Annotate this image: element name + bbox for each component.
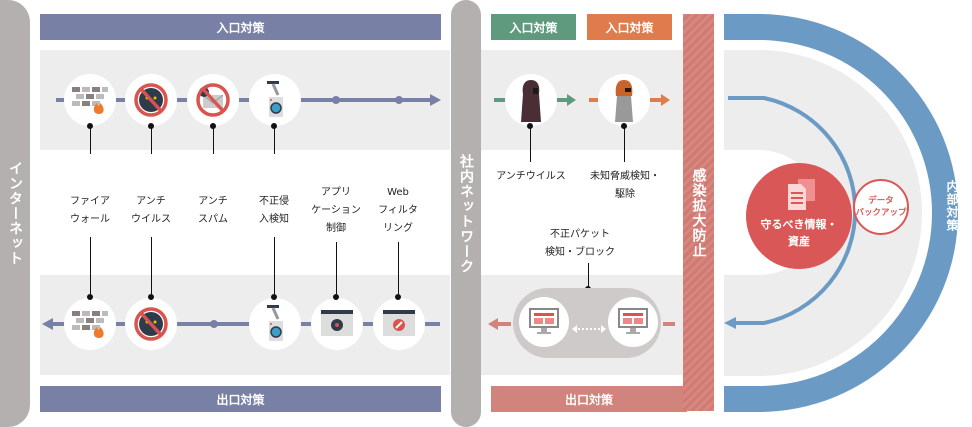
exit-flow-line-red xyxy=(497,322,511,326)
connector-dot xyxy=(333,294,339,300)
ids-exit xyxy=(249,298,301,350)
flow-node xyxy=(332,96,340,104)
firewall-icon xyxy=(72,311,108,338)
data-backup-circle: データ バックアップ xyxy=(853,179,909,235)
app-control-label: アプリ ケーション 制御 xyxy=(311,187,361,234)
connector-line xyxy=(274,237,275,294)
connector-line xyxy=(398,242,399,294)
internet-label: インターネット xyxy=(7,161,23,266)
exit-flow-line xyxy=(52,322,440,326)
anti-spam-icon xyxy=(196,83,230,117)
internal-network-label: 社内ネットワーク xyxy=(458,153,474,274)
entry-measures-title: 入口対策 xyxy=(216,20,265,35)
exit-arrow-head-icon xyxy=(42,318,53,330)
entry-measures-header: 入口対策 xyxy=(40,14,441,40)
connector-line xyxy=(90,126,91,154)
entry-measures-green-title: 入口対策 xyxy=(509,20,558,35)
entry-measures-green-header: 入口対策 xyxy=(491,14,576,40)
anti-virus-icon xyxy=(134,83,168,117)
entry-arrow-head-icon xyxy=(430,94,441,106)
ids-label: 不正侵 入検知 xyxy=(259,196,289,225)
connector-dot xyxy=(271,294,277,300)
internet-bar: インターネット xyxy=(0,0,30,427)
anti-virus-entry xyxy=(125,74,177,126)
data-backup-label: データ バックアップ xyxy=(855,196,907,218)
green-flow-line xyxy=(494,98,508,102)
web-filter-exit xyxy=(373,298,425,350)
disguised-threat-icon xyxy=(615,80,633,122)
exit-measures-header: 出口対策 xyxy=(40,386,441,412)
firewall-icon xyxy=(72,87,108,114)
ids-camera-icon xyxy=(267,305,283,341)
pc-right xyxy=(608,297,658,347)
exit-flow-line-red xyxy=(663,322,675,326)
computer-icon xyxy=(529,308,559,334)
antivirus-hacker-circle xyxy=(505,74,557,126)
anti-virus-label: アンチ ウイルス xyxy=(131,196,171,225)
bidirectional-arrow-icon xyxy=(572,318,606,333)
anti-spam-label: アンチ スパム xyxy=(198,196,228,225)
connector-line xyxy=(151,237,152,294)
orange-arrow-head-icon xyxy=(661,94,670,106)
internal-measures-label-wrap: 内部対策 xyxy=(944,180,961,235)
hooded-hacker-icon xyxy=(521,80,541,122)
ids-camera-icon xyxy=(267,81,283,117)
internal-exit-header: 出口対策 xyxy=(491,386,687,412)
packet-detection-label: 不正パケット 検知・ブロック xyxy=(545,229,615,258)
web-filter-label: Web フィルタ リング xyxy=(378,187,418,234)
internal-exit-title: 出口対策 xyxy=(564,392,613,407)
infection-containment-bar: 感染拡大防止 xyxy=(683,14,714,411)
firewall-label: ファイア ウォール xyxy=(70,196,110,225)
document-icon xyxy=(788,179,815,210)
internal-measures-label: 内部対策 xyxy=(945,180,959,232)
app-control-icon xyxy=(321,310,353,336)
green-arrow-head-icon xyxy=(567,94,576,106)
entry-flow-line xyxy=(56,98,432,102)
flow-node xyxy=(210,320,218,328)
pc-left xyxy=(519,297,569,347)
connector-dot xyxy=(395,294,401,300)
web-filter-icon xyxy=(383,310,415,336)
protected-asset-label: 守るべき情報・ 資産 xyxy=(760,218,838,248)
connector-dot xyxy=(87,294,93,300)
connector-line xyxy=(530,126,531,162)
infection-containment-label: 感染拡大防止 xyxy=(690,167,707,258)
entry-measures-orange-title: 入口対策 xyxy=(605,20,654,35)
anti-spam-entry xyxy=(187,74,239,126)
connector-dot xyxy=(148,294,154,300)
connector-line xyxy=(90,237,91,294)
computer-icon xyxy=(618,308,648,334)
connector-line xyxy=(213,126,214,154)
internal-flow-arrow-head-icon xyxy=(724,317,736,329)
anti-virus-exit xyxy=(125,298,177,350)
unknown-threat-label: 未知脅威検知・ 駆除 xyxy=(590,171,660,200)
green-flow-line xyxy=(556,98,568,102)
unknown-threat-circle xyxy=(598,74,650,126)
app-control-exit xyxy=(311,298,363,350)
firewall-entry xyxy=(64,74,116,126)
connector-line xyxy=(336,242,337,294)
connector-line xyxy=(588,263,589,288)
orange-flow-line xyxy=(650,98,662,102)
entry-measures-orange-header: 入口対策 xyxy=(587,14,672,40)
firewall-exit xyxy=(64,298,116,350)
connector-line xyxy=(274,126,275,154)
orange-flow-line xyxy=(589,98,601,102)
red-arrow-head-icon xyxy=(488,318,498,330)
ids-entry xyxy=(249,74,301,126)
connector-line xyxy=(624,126,625,162)
internal-network-bar: 社内ネットワーク xyxy=(451,0,481,427)
exit-measures-title: 出口対策 xyxy=(216,392,265,407)
anti-virus-icon xyxy=(134,307,168,341)
antivirus-label: アンチウイルス xyxy=(496,171,566,182)
connector-line xyxy=(151,126,152,154)
flow-node xyxy=(395,96,403,104)
